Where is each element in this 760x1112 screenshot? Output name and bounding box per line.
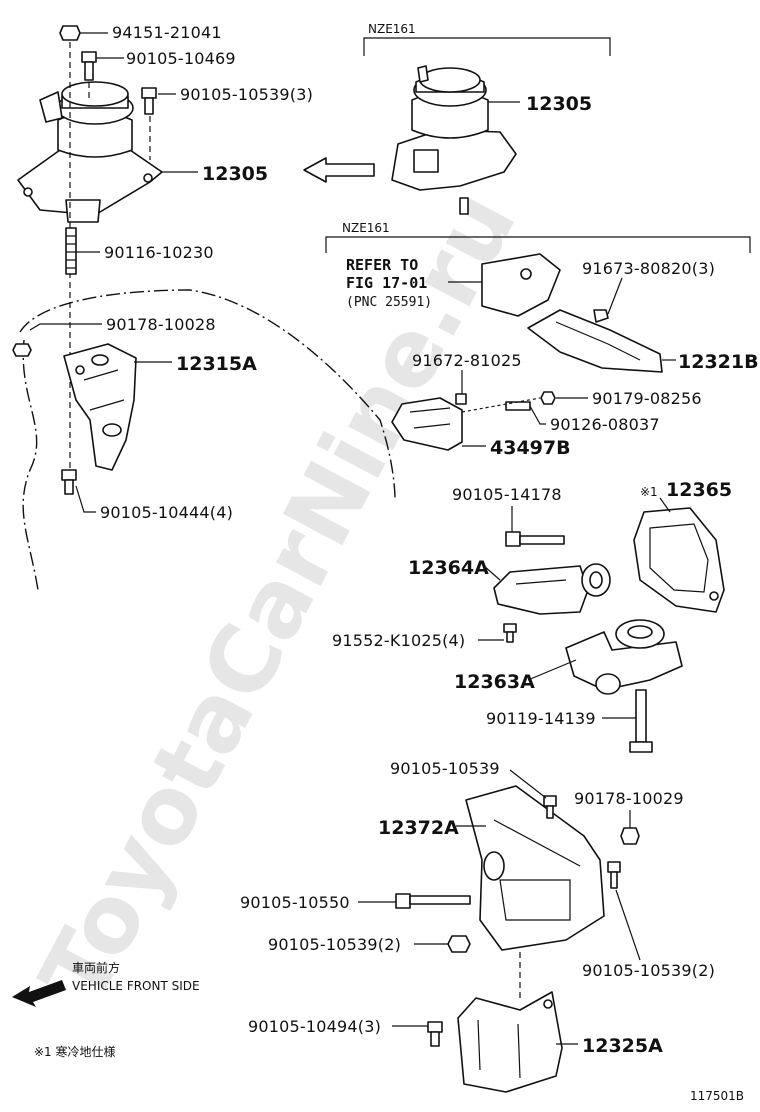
leader-dot-43497 <box>461 397 541 413</box>
label-90105-10494-3: 90105-10494(3) <box>248 1017 381 1036</box>
bolt-91552-K1025-icon <box>503 623 517 643</box>
engine-outline-left <box>22 339 39 591</box>
label-91673-80820-3: 91673-80820(3) <box>582 259 715 278</box>
bolt-90105-14178-icon <box>505 531 565 547</box>
label-12372A: 12372A <box>378 817 459 839</box>
engine-mount-12305 <box>17 81 163 223</box>
front-arrow-icon <box>12 980 66 1007</box>
label-12364A: 12364A <box>408 557 489 579</box>
legend-front-en: VEHICLE FRONT SIDE <box>72 979 200 993</box>
bolt-91673-80820-icon <box>593 309 609 323</box>
refer-line2: FIG 17-01 <box>346 274 427 292</box>
nze161-mid-label: NZE161 <box>342 221 390 235</box>
refer-line3: (PNC 25591) <box>346 295 432 310</box>
nut-90179-08256-icon <box>540 391 556 405</box>
label-90116-10230: 90116-10230 <box>104 243 214 262</box>
label-12325A: 12325A <box>582 1035 663 1057</box>
label-90105-10539-3: 90105-10539(3) <box>180 85 313 104</box>
nze161-mid-bracket <box>325 236 751 253</box>
label-91672-81025: 91672-81025 <box>412 351 522 370</box>
label-90105-10444-4: 90105-10444(4) <box>100 503 233 522</box>
leader-12364A <box>483 565 501 581</box>
legend-note: ※1 寒冷地仕様 <box>34 1044 116 1059</box>
bolt-90105-10444-icon <box>61 469 77 495</box>
bracket-reference <box>481 253 561 317</box>
label-90105-10539-mid: 90105-10539 <box>390 759 500 778</box>
bolt-90105-10539-right-icon <box>607 861 621 889</box>
label-12365: 12365 <box>666 479 732 501</box>
label-90105-14178: 90105-14178 <box>452 485 562 504</box>
leader-91673 <box>607 277 623 315</box>
bracket-12321B <box>527 309 663 373</box>
legend-front-jp: 車両前方 <box>72 960 120 975</box>
label-12363A: 12363A <box>454 671 535 693</box>
mount-12363A <box>565 619 683 695</box>
bracket-12372A <box>465 785 605 951</box>
pointing-arrow-icon <box>303 157 375 183</box>
label-90105-10469: 90105-10469 <box>126 49 236 68</box>
label-90105-10550: 90105-10550 <box>240 893 350 912</box>
cover-12365 <box>633 507 725 613</box>
nut-90178-10028-icon <box>12 343 32 357</box>
bracket-12364A <box>493 563 611 615</box>
label-12305-top: 12305 <box>526 93 592 115</box>
bolt-90105-10469-icon <box>81 51 97 81</box>
label-90178-10028: 90178-10028 <box>106 315 216 334</box>
nut-94151-21041-icon <box>59 25 81 41</box>
leader-90105-10539-mid <box>509 769 547 799</box>
bolt-90105-10494-icon <box>427 1021 443 1047</box>
label-12365-mark: ※1 <box>640 485 658 499</box>
bracket-12315A <box>63 343 137 471</box>
stud-90116-10230-icon <box>65 227 77 275</box>
refer-line1: REFER TO <box>346 256 418 274</box>
label-90105-10539-2-right: 90105-10539(2) <box>582 961 715 980</box>
bracket-43497B <box>391 397 463 451</box>
label-12315A: 12315A <box>176 353 257 375</box>
nut-90178-10029-icon <box>620 827 640 845</box>
label-43497B: 43497B <box>490 437 571 459</box>
leader-90105-10539-2-right <box>615 889 641 961</box>
label-90179-08256: 90179-08256 <box>592 389 702 408</box>
label-12305-left: 12305 <box>202 163 268 185</box>
label-90126-08037: 90126-08037 <box>550 415 660 434</box>
label-12321B: 12321B <box>678 351 759 373</box>
engine-outline <box>19 289 396 501</box>
figure-number: 117501B <box>690 1089 744 1103</box>
label-90178-10029: 90178-10029 <box>574 789 684 808</box>
nze161-top-bracket <box>363 37 611 56</box>
leader-90126 <box>529 405 546 425</box>
nze161-top-label: NZE161 <box>368 22 416 36</box>
leader-90178-10028 <box>29 323 102 331</box>
bolt-90105-10539-mid-icon <box>543 795 557 819</box>
bolt-91672-81025-icon <box>455 393 467 405</box>
leader-12363A <box>527 659 577 681</box>
bolt-90105-10539-top-icon <box>141 87 157 115</box>
engine-mount-12305-nze161 <box>391 65 517 215</box>
label-90119-14139: 90119-14139 <box>486 709 596 728</box>
bolt-90105-10550-icon <box>395 893 471 909</box>
leader-12365 <box>659 497 671 513</box>
bolt-90105-10539-left-icon <box>447 935 471 953</box>
label-90105-10539-2-left: 90105-10539(2) <box>268 935 401 954</box>
label-94151-21041: 94151-21041 <box>112 23 222 42</box>
bracket-12325A <box>457 991 563 1093</box>
label-91552-K1025-4: 91552-K1025(4) <box>332 631 465 650</box>
bolt-90119-14139-icon <box>629 689 653 753</box>
leader-90105-10444 <box>75 485 96 513</box>
